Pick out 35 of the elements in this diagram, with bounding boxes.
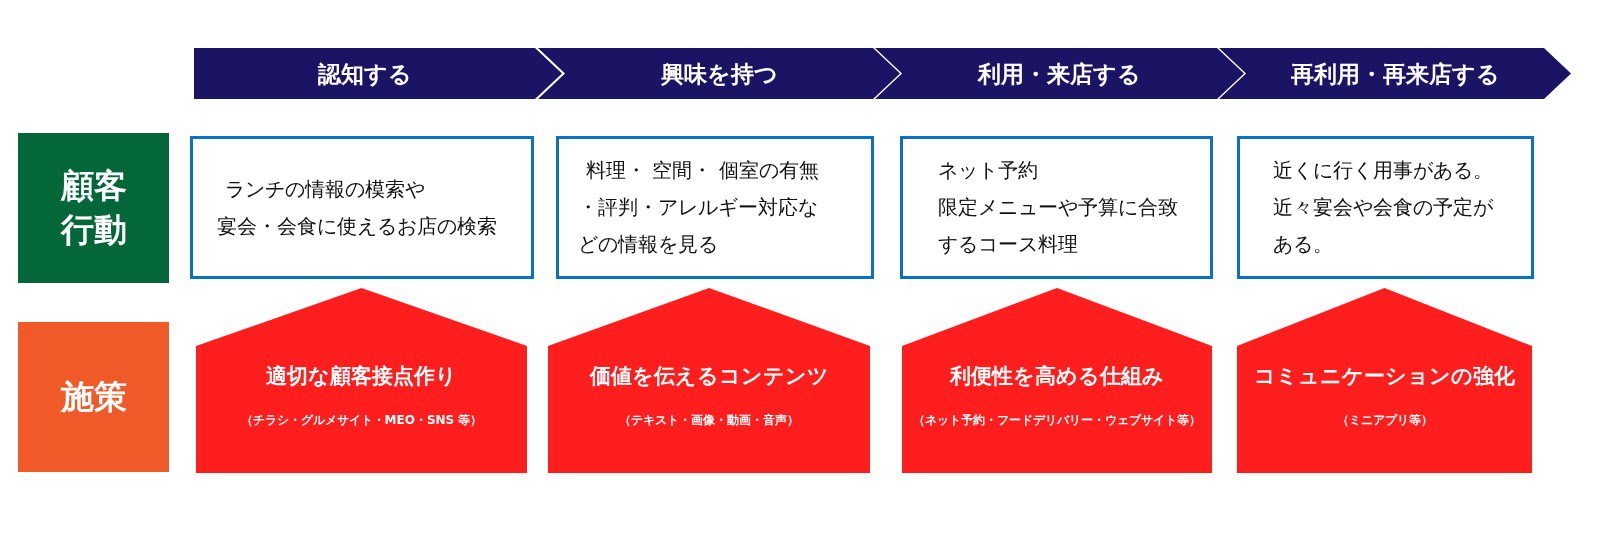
chevron-step (875, 48, 1244, 99)
behavior-text: 近々宴会や会食の予定がある。 (1273, 194, 1494, 258)
row-header-tile (18, 133, 169, 283)
behavior-text: 近くに行く用事がある。 (1273, 157, 1494, 184)
behavior-card (556, 136, 874, 279)
panel-note: （ミニアプリ等） (1336, 412, 1433, 428)
row-header-tile (18, 322, 169, 472)
step-label: 認知する (317, 59, 412, 89)
house-shaped-panel (196, 288, 527, 473)
row-header-label: 施策 (59, 376, 128, 418)
step-label: 再利用・再来店する (1290, 59, 1500, 89)
behavior-text: 限定メニューや予算に合致するコース料理 (938, 194, 1179, 258)
panel-note: （テキスト・画像・動画・音声） (619, 412, 799, 428)
panel-title: コミュニケーションの強化 (1254, 363, 1515, 389)
row-header-label: 顧客行動 (59, 165, 128, 251)
behavior-card (1237, 136, 1534, 279)
panel-note: （ネット予約・フードデリバリー・ウェブサイト等） (913, 412, 1201, 428)
behavior-text: 料理・ 空間・ 個室の有無・評判・アレルギー対応などの情報を見る (578, 157, 820, 258)
panel-title: 適切な顧客接点作り (266, 363, 457, 389)
step-label: 利用・来店する (978, 59, 1141, 89)
behavior-card (900, 136, 1213, 279)
chevron-step (538, 48, 900, 99)
chevron-step (1219, 48, 1571, 99)
behavior-text: ネット予約 (938, 157, 1039, 184)
chevron-step (194, 48, 562, 99)
house-shaped-panel (1237, 288, 1532, 473)
panel-note: （チラシ・グルメサイト・MEO・SNS 等） (240, 412, 483, 428)
behavior-card (190, 136, 534, 279)
step-label: 興味を持つ (660, 59, 778, 89)
behavior-text: 宴会・会食に使えるお店の検索 (217, 212, 498, 240)
panel-title: 利便性を高める仕組み (950, 363, 1164, 389)
house-shaped-panel (548, 288, 870, 473)
house-shaped-panel (902, 288, 1212, 473)
panel-title: 価値を伝えるコンテンツ (589, 363, 829, 389)
behavior-text: ランチの情報の模索や (224, 175, 426, 203)
